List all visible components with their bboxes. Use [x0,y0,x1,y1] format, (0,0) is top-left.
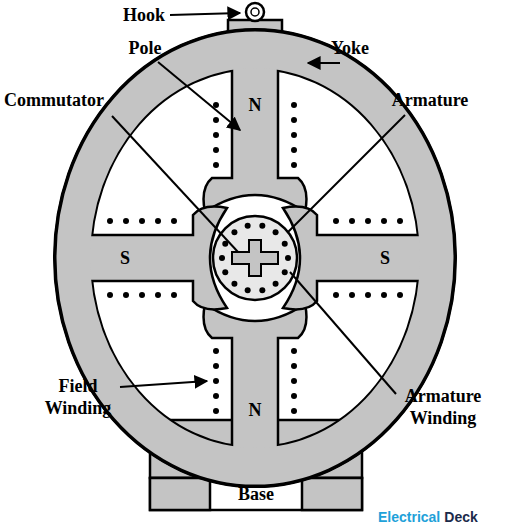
winding-dot [381,218,387,224]
winding-dot [139,218,145,224]
part-label: Armature [392,89,469,111]
winding-dot [397,292,403,298]
part-label: Armature Winding [388,385,498,429]
leader-line [158,62,240,130]
winding-dot [259,223,265,229]
watermark: Deck [444,509,477,525]
winding-dot [291,102,297,108]
winding-dot [219,255,225,261]
winding-dot [273,229,279,235]
part-label: Yoke [331,37,369,59]
winding-dot [155,218,161,224]
winding-dot [213,378,219,384]
hook-ring [246,3,264,21]
winding-dot [333,218,339,224]
leader-line [308,62,340,64]
part-label: Hook [123,4,165,26]
leader-line [288,115,405,232]
hook-eye [251,8,259,16]
pole-polarity: S [120,247,130,269]
winding-dot [291,162,297,168]
winding-dot [213,348,219,354]
base-foot [150,478,210,510]
base-foot [302,478,362,510]
winding-dot [291,393,297,399]
pole [204,304,307,456]
winding-dot [291,408,297,414]
part-label: Base [238,483,274,505]
leader-lines [112,13,405,394]
winding-dot [231,281,237,287]
armature [213,216,297,300]
winding-dot [282,241,288,247]
winding-dot [213,117,219,123]
winding-dot [171,292,177,298]
winding-dot [213,162,219,168]
winding-dot [155,292,161,298]
winding-dot [107,292,113,298]
winding-dot [139,292,145,298]
pole-polarity: N [249,399,262,421]
winding-dot [123,218,129,224]
winding-dot [291,147,297,153]
winding-dot [291,117,297,123]
winding-dot [273,281,279,287]
winding-dot [291,363,297,369]
winding-dot [259,287,265,293]
leader-line [290,272,396,394]
winding-dot [123,292,129,298]
winding-dot [397,218,403,224]
leader-line [112,116,238,252]
winding-dot [213,393,219,399]
winding-dot [245,223,251,229]
winding-dot [349,218,355,224]
winding-dot [213,132,219,138]
part-label: Field Winding [33,375,123,419]
winding-dot [291,378,297,384]
winding-dot [291,132,297,138]
leader-line [120,381,207,387]
winding-dot [245,287,251,293]
watermark: Electrical [378,509,440,525]
winding-dot [365,292,371,298]
commutator [232,252,278,264]
winding-dot [381,292,387,298]
winding-dot [213,147,219,153]
pole-polarity: S [380,247,390,269]
winding-dot [365,218,371,224]
winding-dot [213,408,219,414]
winding-dots [107,102,403,414]
winding-dot [349,292,355,298]
winding-dot [291,348,297,354]
pole-polarity: N [249,94,262,116]
winding-dot [282,269,288,275]
part-label: Pole [129,37,162,59]
winding-dot [213,363,219,369]
winding-dot [231,229,237,235]
commutator-fill [233,253,277,263]
winding-dot [171,218,177,224]
part-label: Commutator [4,89,104,111]
pole [70,207,227,310]
winding-dot [333,292,339,298]
winding-dot [222,269,228,275]
pole [283,207,440,310]
leader-line [170,13,240,15]
winding-dot [285,255,291,261]
winding-dot [107,218,113,224]
pole [204,60,307,212]
